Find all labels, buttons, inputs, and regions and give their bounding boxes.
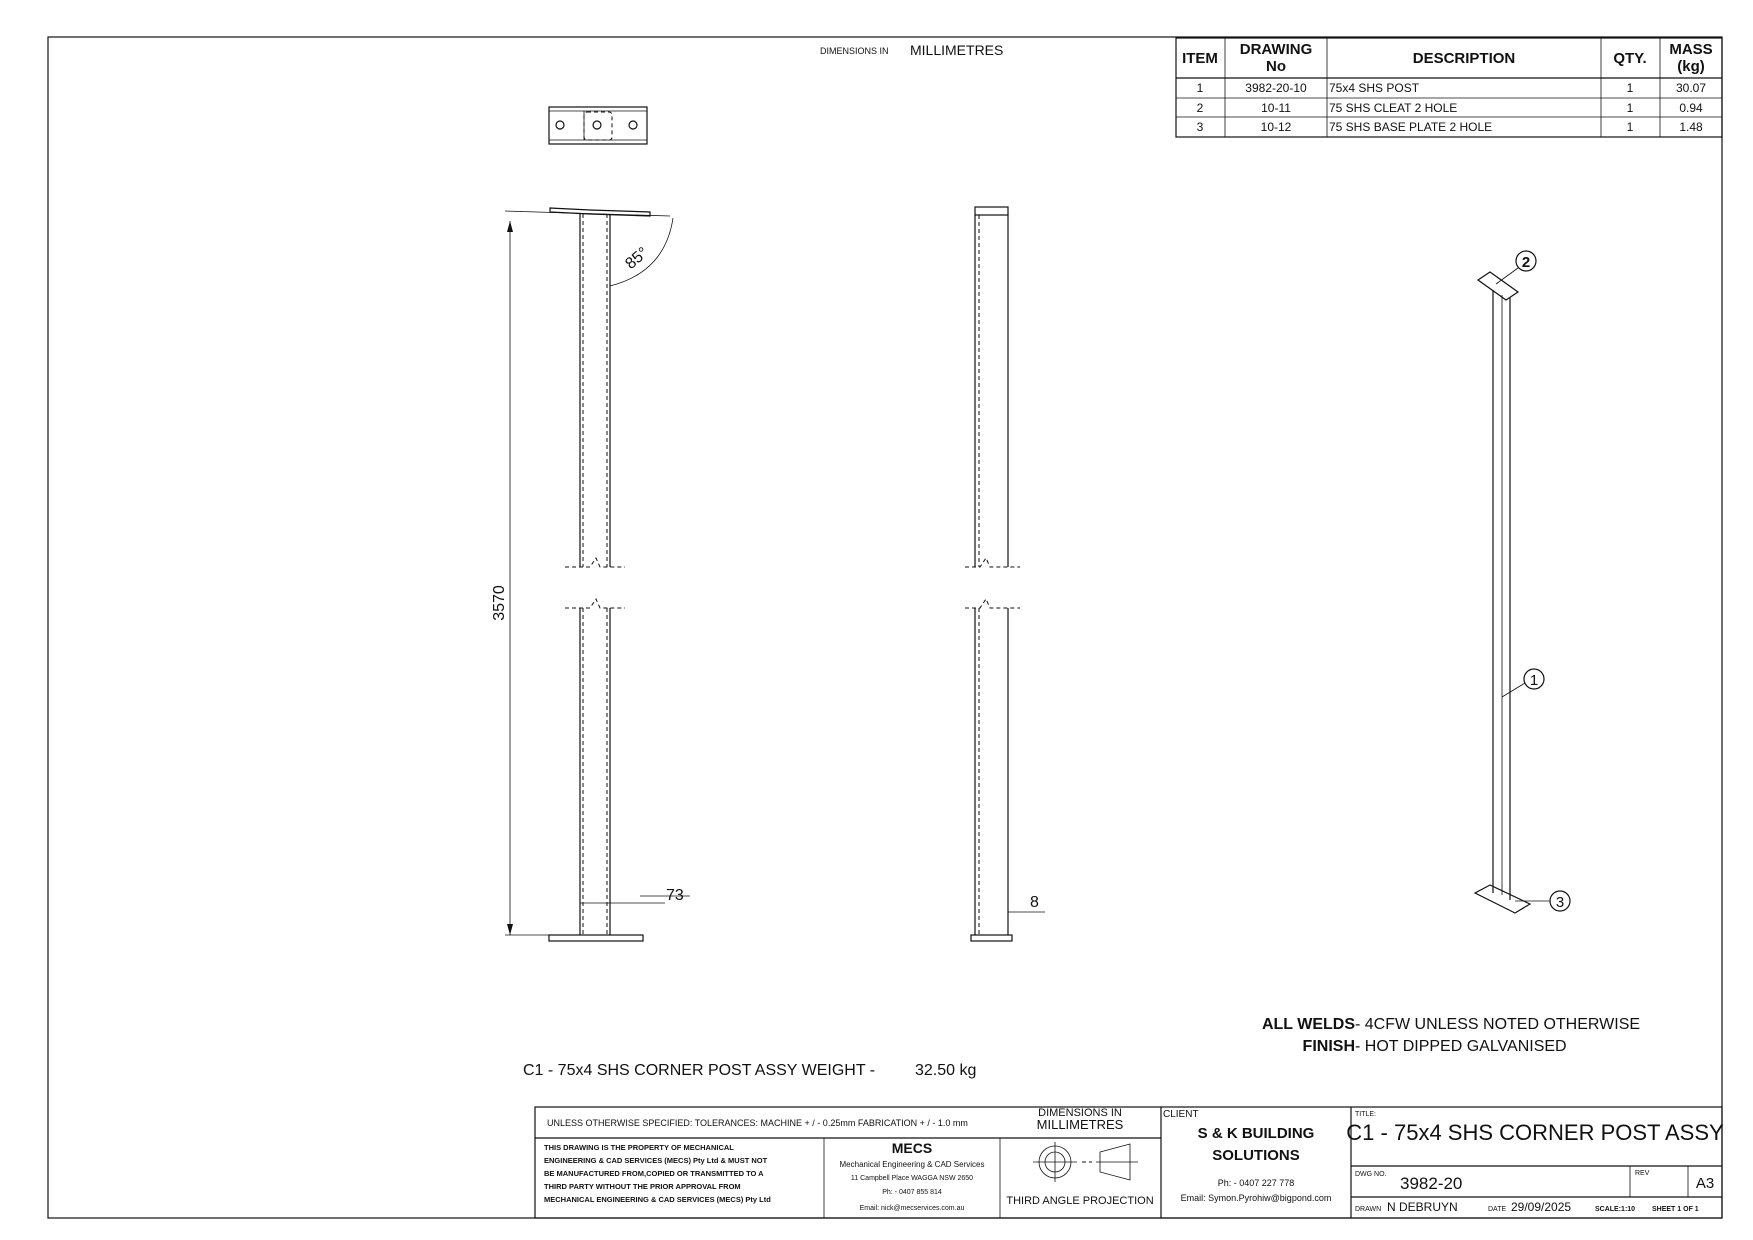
dims-large-label: MILLIMETRES bbox=[910, 42, 1003, 58]
svg-text:Mechanical Engineering & CAD S: Mechanical Engineering & CAD Services bbox=[840, 1160, 985, 1169]
sheet-number: SHEET 1 OF 1 bbox=[1652, 1206, 1699, 1213]
svg-text:0.94: 0.94 bbox=[1679, 101, 1703, 115]
drawn-label: DRAWN bbox=[1355, 1206, 1381, 1213]
third-angle-projection-icon bbox=[1033, 1142, 1138, 1182]
svg-text:MECHANICAL ENGINEERING & CAD S: MECHANICAL ENGINEERING & CAD SERVICES (M… bbox=[544, 1195, 771, 1204]
svg-text:Ph: - 0407 855 814: Ph: - 0407 855 814 bbox=[882, 1189, 942, 1196]
bolt-hole-icon bbox=[555, 120, 565, 130]
svg-text:Email: nick@mecservices.com.au: Email: nick@mecservices.com.au bbox=[860, 1205, 965, 1212]
top-view bbox=[548, 106, 648, 145]
weight-value: 32.50 kg bbox=[915, 1062, 976, 1079]
title-label: TITLE: bbox=[1355, 1111, 1376, 1118]
svg-text:75 SHS CLEAT 2 HOLE: 75 SHS CLEAT 2 HOLE bbox=[1329, 101, 1457, 115]
dimensions-note-header: DIMENSIONS IN MILLIMETRES bbox=[820, 42, 1003, 58]
welds-label: ALL WELDS bbox=[1262, 1016, 1355, 1033]
bom-header-mass-unit: (kg) bbox=[1677, 58, 1705, 75]
isometric-view: 2 1 3 bbox=[1473, 250, 1571, 914]
weight-label: C1 - 75x4 SHS CORNER POST ASSY WEIGHT - bbox=[523, 1062, 875, 1079]
drawing-number: 3982-20 bbox=[1400, 1174, 1462, 1193]
date-label: DATE bbox=[1488, 1206, 1506, 1213]
drawn-by: N DEBRUYN bbox=[1387, 1200, 1458, 1214]
bolt-hole-icon bbox=[628, 120, 638, 130]
svg-text:30.07: 30.07 bbox=[1676, 81, 1706, 95]
bom-row: 2 10-11 75 SHS CLEAT 2 HOLE 1 0.94 bbox=[1197, 101, 1703, 115]
dims-small-label: DIMENSIONS IN bbox=[820, 46, 889, 56]
svg-text:11 Campbell Place WAGGA NSW 26: 11 Campbell Place WAGGA NSW 2650 bbox=[851, 1175, 973, 1182]
svg-text:1: 1 bbox=[1627, 120, 1634, 134]
svg-text:75 SHS BASE PLATE 2 HOLE: 75 SHS BASE PLATE 2 HOLE bbox=[1329, 120, 1492, 134]
drawing-date: 29/09/2025 bbox=[1511, 1200, 1571, 1214]
svg-text:10-11: 10-11 bbox=[1261, 101, 1291, 115]
svg-text:1.48: 1.48 bbox=[1679, 120, 1703, 134]
thickness-dimension: 8 bbox=[1030, 894, 1039, 911]
dwg-no-label: DWG NO. bbox=[1355, 1171, 1387, 1178]
client-block: S & K BUILDING SOLUTIONS Ph: - 0407 227 … bbox=[1181, 1125, 1332, 1203]
front-view: 3570 85° 73 bbox=[491, 207, 690, 942]
base-plate bbox=[1473, 884, 1532, 914]
balloon-2: 2 bbox=[1495, 250, 1537, 285]
svg-text:2: 2 bbox=[1197, 101, 1204, 115]
svg-text:75x4 SHS POST: 75x4 SHS POST bbox=[1329, 81, 1420, 95]
tolerances-note: UNLESS OTHERWISE SPECIFIED: TOLERANCES: … bbox=[547, 1118, 968, 1128]
svg-text:10-12: 10-12 bbox=[1261, 120, 1292, 134]
finish-label: FINISH bbox=[1303, 1038, 1355, 1055]
svg-text:1: 1 bbox=[1627, 101, 1634, 115]
svg-text:1: 1 bbox=[1530, 672, 1538, 689]
drawing-title: C1 - 75x4 SHS CORNER POST ASSY bbox=[1346, 1120, 1724, 1145]
mecs-logo: MECS bbox=[892, 1140, 932, 1156]
bom-header-qty: QTY. bbox=[1613, 50, 1646, 67]
bom-header-mass: MASS bbox=[1669, 41, 1712, 58]
svg-text:THIRD PARTY WITHOUT THE PRIOR: THIRD PARTY WITHOUT THE PRIOR APPROVAL F… bbox=[544, 1182, 741, 1191]
svg-text:BE MANUFACTURED FROM,COPIED OR: BE MANUFACTURED FROM,COPIED OR TRANSMITT… bbox=[544, 1169, 764, 1178]
rev-label: REV bbox=[1635, 1170, 1650, 1177]
svg-text:3982-20-10: 3982-20-10 bbox=[1245, 81, 1307, 95]
bill-of-materials-table: ITEM DRAWING No DESCRIPTION QTY. MASS (k… bbox=[1175, 37, 1723, 138]
projection-label: THIRD ANGLE PROJECTION bbox=[1006, 1195, 1153, 1207]
svg-text:2: 2 bbox=[1522, 254, 1530, 271]
company-block: MECS Mechanical Engineering & CAD Servic… bbox=[840, 1140, 985, 1212]
tb-dims-unit: MILLIMETRES bbox=[1037, 1117, 1124, 1132]
bom-row: 3 10-12 75 SHS BASE PLATE 2 HOLE 1 1.48 bbox=[1197, 120, 1703, 134]
sheet-size: A3 bbox=[1696, 1175, 1714, 1192]
svg-text:3: 3 bbox=[1556, 894, 1564, 911]
property-notice: THIS DRAWING IS THE PROPERTY OF MECHANIC… bbox=[544, 1143, 771, 1204]
general-notes: ALL WELDS - 4CFW UNLESS NOTED OTHERWISE … bbox=[523, 1016, 1640, 1079]
welds-note: - 4CFW UNLESS NOTED OTHERWISE bbox=[1355, 1016, 1640, 1033]
bom-header-item: ITEM bbox=[1182, 50, 1218, 67]
svg-text:Email: Symon.Pyrohiw@bigpond.c: Email: Symon.Pyrohiw@bigpond.com bbox=[1181, 1193, 1332, 1203]
angle-dimension: 85° bbox=[622, 244, 651, 273]
svg-text:SOLUTIONS: SOLUTIONS bbox=[1212, 1147, 1300, 1164]
svg-text:ENGINEERING & CAD SERVICES (ME: ENGINEERING & CAD SERVICES (MECS) Pty Lt… bbox=[544, 1156, 768, 1165]
svg-text:3: 3 bbox=[1197, 120, 1204, 134]
client-label: CLIENT bbox=[1163, 1109, 1199, 1120]
bom-header-description: DESCRIPTION bbox=[1413, 50, 1516, 67]
bolt-hole-icon bbox=[592, 120, 602, 130]
svg-text:1: 1 bbox=[1197, 81, 1204, 95]
finish-note: - HOT DIPPED GALVANISED bbox=[1355, 1038, 1567, 1055]
svg-text:S & K BUILDING: S & K BUILDING bbox=[1198, 1125, 1315, 1142]
tb-dims-label: DIMENSIONS IN bbox=[1038, 1107, 1122, 1119]
svg-text:1: 1 bbox=[1627, 81, 1634, 95]
width-dimension: 73 bbox=[666, 887, 684, 904]
balloon-3: 3 bbox=[1515, 890, 1571, 912]
scale: SCALE:1:10 bbox=[1595, 1206, 1635, 1213]
bom-header-drawing-no: No bbox=[1266, 58, 1286, 75]
side-view: 8 bbox=[965, 206, 1045, 942]
balloon-1: 1 bbox=[1501, 668, 1545, 698]
cleat-plate bbox=[1476, 271, 1520, 301]
svg-text:THIS DRAWING IS THE PROPERTY O: THIS DRAWING IS THE PROPERTY OF MECHANIC… bbox=[544, 1143, 734, 1152]
height-dimension: 3570 bbox=[491, 585, 508, 621]
bom-header-drawing: DRAWING bbox=[1240, 41, 1313, 58]
svg-text:Ph: - 0407 227 778: Ph: - 0407 227 778 bbox=[1218, 1178, 1295, 1188]
title-block: UNLESS OTHERWISE SPECIFIED: TOLERANCES: … bbox=[534, 1106, 1724, 1219]
bom-row: 1 3982-20-10 75x4 SHS POST 1 30.07 bbox=[1197, 81, 1707, 95]
